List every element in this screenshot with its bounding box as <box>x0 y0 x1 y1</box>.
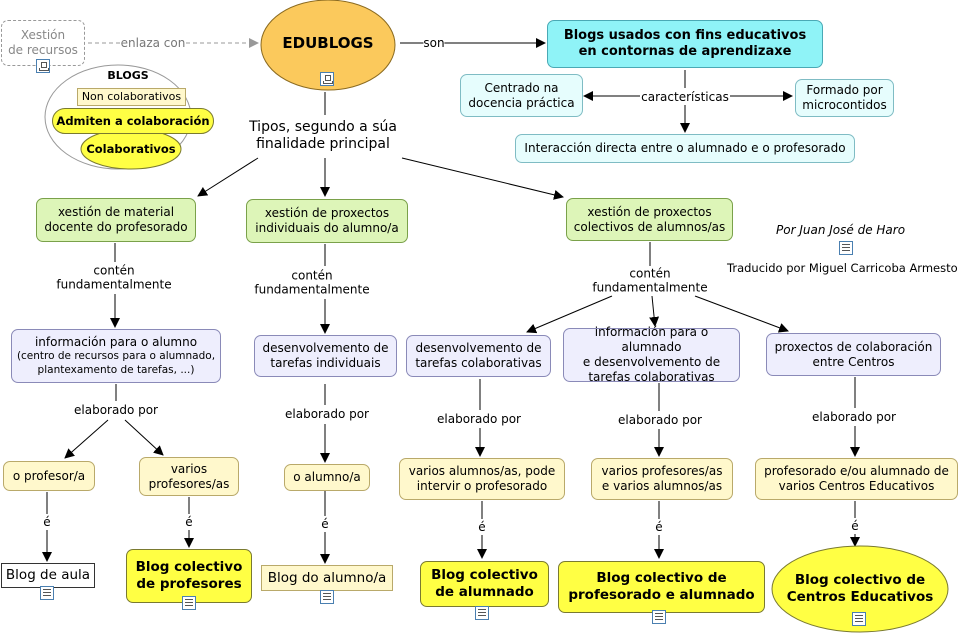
final-ellipse <box>771 545 949 633</box>
blog-node-1[interactable]: Blog de aula <box>1 563 95 588</box>
link-son: son <box>423 35 445 51</box>
link-tipos: Tipos, segundo a súa finalidade principa… <box>249 119 397 153</box>
link-e-3: é <box>321 516 329 532</box>
link-caracteristicas: características <box>641 89 729 105</box>
definition-node[interactable]: Blogs usados con fins educativos en cont… <box>547 20 823 68</box>
blog-1-note-icon[interactable] <box>40 586 54 600</box>
edge-tipos-t1 <box>197 157 259 197</box>
author-node-3[interactable]: o alumno/a <box>284 464 370 491</box>
author-node-5[interactable]: varios profesores/as e varios alumnos/as <box>591 458 733 500</box>
blog-node-5[interactable]: Blog colectivo de profesorado e alumnado <box>558 561 765 613</box>
resource-node[interactable]: Xestión de recursos <box>1 20 85 66</box>
content-node-5[interactable]: proxectos de colaboración entre Centros <box>766 333 941 376</box>
resource-label: Xestión de recursos <box>8 28 78 57</box>
blog-3-note-icon[interactable] <box>320 590 334 604</box>
legend-title: BLOGS <box>107 69 149 83</box>
author-node-4[interactable]: varios alumnos/as, pode intervir o profe… <box>399 458 565 500</box>
link-elab-2: elaborado por <box>285 406 369 422</box>
content-node-3[interactable]: desenvolvemento de tarefas colaborativas <box>406 335 551 377</box>
link-elab-3: elaborado por <box>437 411 521 427</box>
credit-note-icon[interactable] <box>839 241 853 255</box>
link-e-4: é <box>478 519 486 535</box>
content-node-2[interactable]: desenvolvemento de tarefas individuais <box>254 335 397 377</box>
author-node-1[interactable]: o profesor/a <box>3 461 95 491</box>
legend-collab: Colaborativos <box>86 141 176 156</box>
blog-node-3[interactable]: Blog do alumno/a <box>261 565 393 591</box>
legend-admit-collab: Admiten a colaboración <box>52 108 214 134</box>
blog-node-6[interactable]: Blog colectivo de Centros Educativos <box>786 572 934 605</box>
link-conten-1: contén fundamentalmente <box>56 263 172 293</box>
blog-4-note-icon[interactable] <box>475 606 489 620</box>
link-elab-1: elaborado por <box>74 402 158 418</box>
central-map-icon[interactable] <box>320 72 334 86</box>
blog-6-note-icon[interactable] <box>852 612 866 626</box>
feature-right[interactable]: Formado por microcontidos <box>795 79 894 117</box>
blog-2-note-icon[interactable] <box>182 596 196 610</box>
link-conten-3: contén fundamentalmente <box>592 266 708 296</box>
central-node[interactable]: EDUBLOGS <box>262 28 394 58</box>
credit-translator: Traducido por Miguel Carricoba Armesto <box>727 261 958 275</box>
edge-tipos-t3 <box>401 157 564 200</box>
feature-left[interactable]: Centrado na docencia práctica <box>460 74 583 117</box>
author-node-6[interactable]: profesorado e/ou alumnado de varios Cent… <box>755 458 958 500</box>
link-e-1: é <box>43 514 51 530</box>
link-e-5: é <box>655 519 663 535</box>
link-enlaza-con: enlaza con <box>120 35 186 51</box>
type-node-1[interactable]: xestión de material docente do profesora… <box>36 198 196 242</box>
type-node-3[interactable]: xestión de proxectos colectivos de alumn… <box>566 198 733 241</box>
link-elab-4: elaborado por <box>618 412 702 428</box>
credit-author: Por Juan José de Haro <box>776 223 906 237</box>
blog-node-2[interactable]: Blog colectivo de profesores <box>126 549 252 603</box>
type-node-2[interactable]: xestión de proxectos individuais do alum… <box>246 199 408 243</box>
resource-map-icon[interactable] <box>36 59 50 73</box>
link-elab-5: elaborado por <box>812 409 896 425</box>
link-e-6: é <box>851 518 859 534</box>
link-conten-2: contén fundamentalmente <box>254 268 370 298</box>
legend-non-collab: Non colaborativos <box>77 88 186 106</box>
content-node-1[interactable]: información para o alumno (centro de rec… <box>11 329 221 383</box>
link-e-2: é <box>185 514 193 530</box>
blog-5-note-icon[interactable] <box>652 610 666 624</box>
content-node-4[interactable]: información para o alumnado e desenvolve… <box>563 325 740 384</box>
author-node-2[interactable]: varios profesores/as <box>139 457 239 496</box>
blog-node-4[interactable]: Blog colectivo de alumnado <box>420 561 549 607</box>
feature-bottom[interactable]: Interacción directa entre o alumnado e o… <box>515 134 855 163</box>
central-label: EDUBLOGS <box>282 33 374 52</box>
central-ellipse <box>260 0 396 91</box>
